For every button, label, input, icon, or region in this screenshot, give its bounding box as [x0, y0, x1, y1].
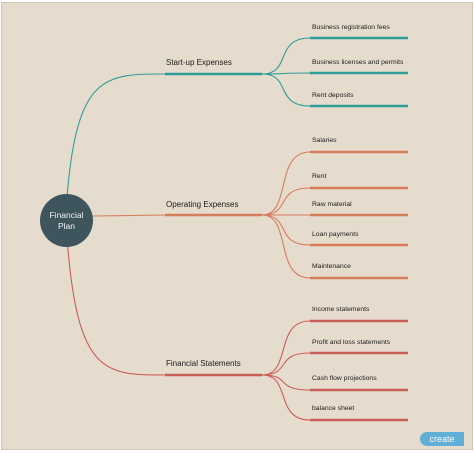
leaf-connector-1-0 [261, 151, 311, 216]
leaf-income-statements[interactable]: Income statements [312, 306, 370, 313]
leaf-rent-deposits[interactable]: Rent deposits [312, 92, 354, 99]
branch-connector-0 [66, 73, 166, 198]
connector-lines [66, 36, 408, 422]
leaf-business-registration-fees[interactable]: Business registration fees [312, 24, 390, 31]
branch-connector-2 [66, 236, 166, 376]
leaf-connector-2-2 [261, 374, 311, 391]
leaf-connector-0-2 [261, 73, 311, 107]
leaf-connector-0-0 [261, 37, 311, 75]
leaf-cash-flow-projections[interactable]: Cash flow projections [312, 375, 377, 382]
branch-label-financial-statements[interactable]: Financial Statements [166, 359, 241, 368]
leaf-business-licenses-permits[interactable]: Business licenses and permits [312, 59, 404, 66]
leaf-connector-2-1 [261, 352, 311, 376]
center-node-financial-plan[interactable]: Financial Plan [40, 194, 93, 247]
leaf-balance-sheet[interactable]: balance sheet [312, 405, 355, 412]
leaf-connector-2-0 [261, 320, 311, 376]
leaf-rent[interactable]: Rent [312, 173, 327, 180]
branch-label-startup-expenses[interactable]: Start-up Expenses [166, 58, 232, 67]
leaf-maintenance[interactable]: Maintenance [312, 263, 351, 270]
leaf-connector-1-3 [261, 214, 311, 246]
leaf-profit-loss-statements[interactable]: Profit and loss statements [312, 339, 391, 346]
leaf-raw-material[interactable]: Raw material [312, 201, 352, 208]
leaf-connector-0-1 [261, 72, 311, 75]
center-label-line2: Plan [57, 220, 75, 231]
leaf-connector-2-3 [261, 374, 311, 421]
center-label-line1: Financial [49, 209, 84, 220]
creately-watermark: create [420, 432, 464, 446]
leaf-loan-payments[interactable]: Loan payments [312, 231, 359, 238]
leaf-connector-1-4 [261, 214, 311, 279]
branch-connector-1 [92, 214, 166, 217]
leaf-salaries[interactable]: Salaries [312, 137, 337, 144]
leaf-connector-1-1 [261, 187, 311, 216]
branch-label-operating-expenses[interactable]: Operating Expenses [166, 200, 239, 209]
